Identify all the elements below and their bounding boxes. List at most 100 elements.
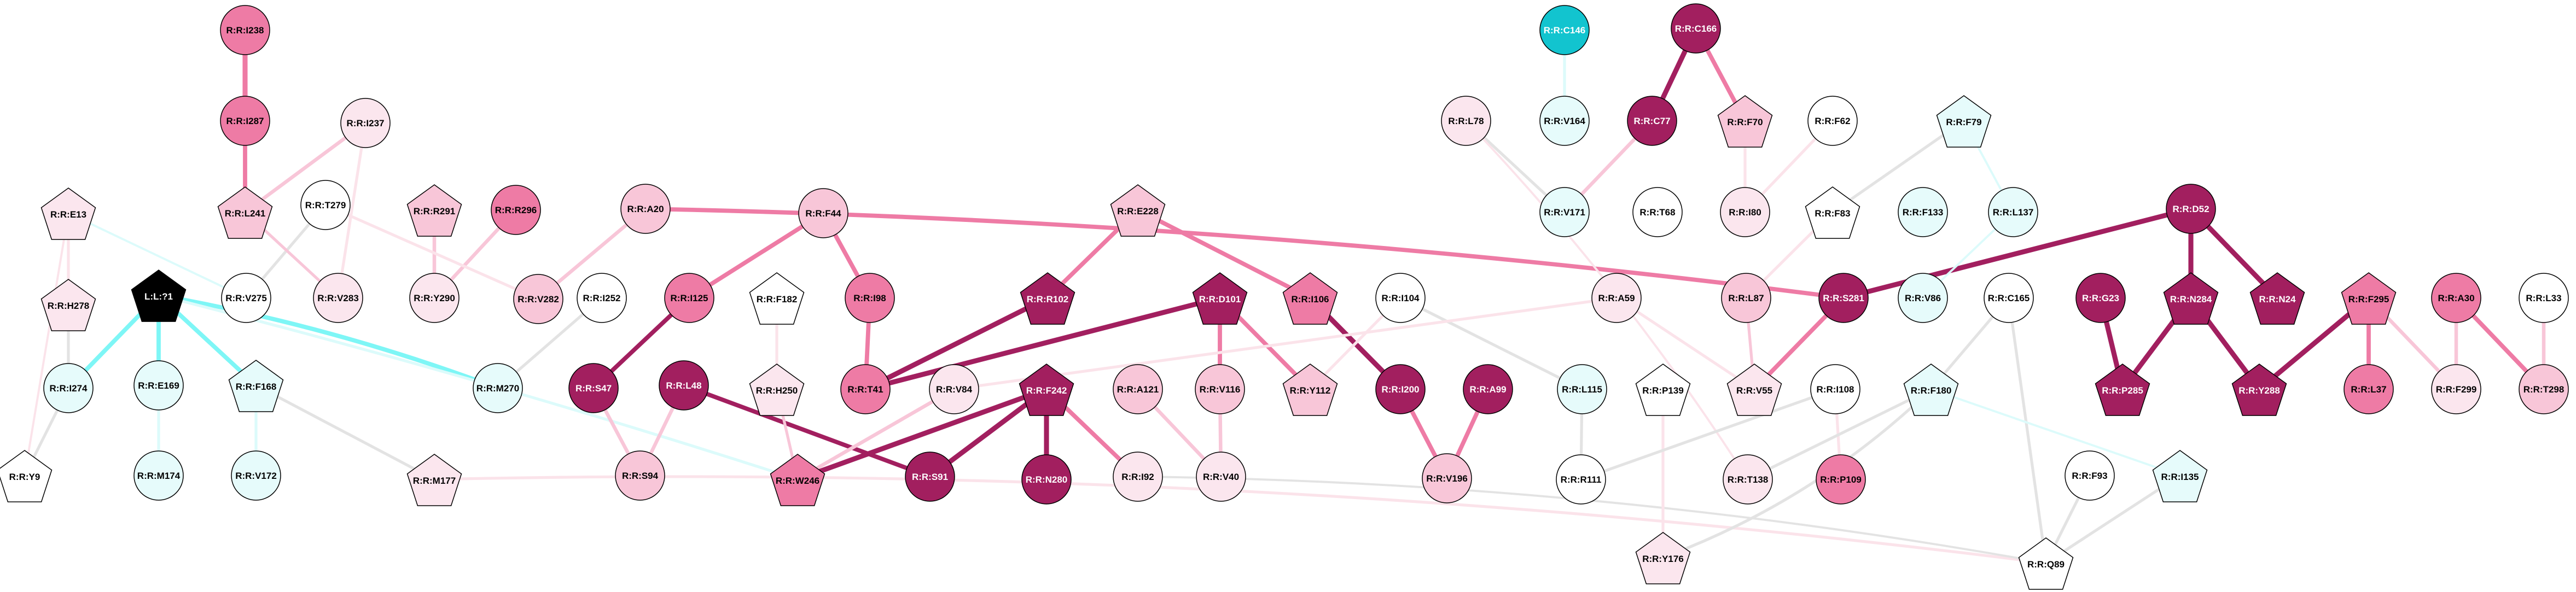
node-v40[interactable]: R:R:V40 (1196, 452, 1246, 502)
node-i274[interactable]: R:R:I274 (43, 363, 94, 413)
node-v282[interactable]: R:R:V282 (513, 274, 563, 324)
edge-d52-s281 (1841, 206, 2194, 301)
node-t68[interactable]: R:R:T68 (1632, 187, 1683, 237)
node-s94[interactable]: R:R:S94 (615, 450, 665, 501)
node-s281[interactable]: R:R:S281 (1818, 273, 1869, 323)
node-i80[interactable]: R:R:I80 (1720, 187, 1770, 237)
node-y288[interactable]: R:R:Y288 (2231, 364, 2287, 416)
node-v171[interactable]: R:R:V171 (1539, 187, 1590, 237)
node-i237[interactable]: R:R:I237 (340, 98, 391, 148)
node-f70[interactable]: R:R:F70 (1717, 95, 1773, 148)
node-c165[interactable]: R:R:C165 (1984, 273, 2034, 323)
node-r296[interactable]: R:R:R296 (491, 185, 541, 235)
node-l78[interactable]: R:R:L78 (1441, 96, 1491, 146)
node-p109[interactable]: R:R:P109 (1816, 454, 1866, 505)
node-l137[interactable]: R:R:L137 (1988, 187, 2038, 237)
node-f44[interactable]: R:R:F44 (798, 188, 848, 238)
node-g23[interactable]: R:R:G23 (2075, 273, 2126, 323)
node-t298[interactable]: R:R:T298 (2519, 364, 2569, 414)
node-r102[interactable]: R:R:R102 (1020, 272, 1075, 325)
node-v84[interactable]: R:R:V84 (929, 364, 979, 414)
node-y176[interactable]: R:R:Y176 (1635, 532, 1691, 584)
node-a59[interactable]: R:R:A59 (1591, 273, 1642, 323)
node-y290[interactable]: R:R:Y290 (409, 273, 460, 323)
node-c77[interactable]: R:R:C77 (1627, 96, 1677, 146)
node-i287[interactable]: R:R:I287 (220, 96, 270, 146)
node-v55[interactable]: R:R:V55 (1726, 364, 1782, 416)
node-m174[interactable]: R:R:M174 (133, 450, 184, 501)
node-v283[interactable]: R:R:V283 (313, 273, 363, 323)
edge-f180-i135 (1930, 388, 2181, 477)
node-c166[interactable]: R:R:C166 (1671, 3, 1721, 54)
node-p285[interactable]: R:R:P285 (2095, 364, 2150, 416)
node-l115[interactable]: R:R:L115 (1557, 364, 1607, 414)
node-a121[interactable]: R:R:A121 (1113, 364, 1163, 414)
node-i125[interactable]: R:R:I125 (664, 273, 714, 323)
node-i238[interactable]: R:R:I238 (220, 5, 270, 55)
node-a99[interactable]: R:R:A99 (1463, 364, 1513, 414)
node-a20[interactable]: R:R:A20 (620, 184, 671, 234)
node-v172[interactable]: R:R:V172 (231, 450, 281, 501)
node-f93[interactable]: R:R:F93 (2065, 450, 2115, 501)
node-f83[interactable]: R:R:F83 (1805, 186, 1860, 239)
node-i200[interactable]: R:R:I200 (1375, 364, 1426, 414)
node-i252[interactable]: R:R:I252 (577, 273, 627, 323)
node-t41[interactable]: R:R:T41 (840, 364, 891, 414)
node-i106[interactable]: R:R:I106 (1282, 272, 1338, 325)
node-m177[interactable]: R:R:M177 (406, 454, 462, 506)
node-v116[interactable]: R:R:V116 (1195, 364, 1245, 414)
node-d101[interactable]: R:R:D101 (1192, 272, 1248, 325)
node-l48[interactable]: R:R:L48 (659, 360, 709, 411)
node-p139[interactable]: R:R:P139 (1635, 364, 1691, 416)
node-i98[interactable]: R:R:I98 (845, 273, 895, 323)
node-m270[interactable]: R:R:M270 (473, 363, 523, 413)
node-h278[interactable]: R:R:H278 (40, 279, 96, 331)
node-f168[interactable]: R:R:F168 (228, 360, 284, 412)
node-l87[interactable]: R:R:L87 (1721, 273, 1771, 323)
node-q89[interactable]: R:R:Q89 (2018, 537, 2074, 590)
node-d52[interactable]: R:R:D52 (2166, 184, 2216, 234)
node-v86[interactable]: R:R:V86 (1898, 273, 1948, 323)
node-f295[interactable]: R:R:F295 (2341, 272, 2397, 325)
node-f79[interactable]: R:R:F79 (1936, 95, 1992, 148)
node-s91[interactable]: R:R:S91 (905, 452, 955, 502)
node-l71[interactable]: L:L:?1 (131, 269, 187, 322)
node-i135[interactable]: R:R:I135 (2152, 450, 2208, 502)
node-y112[interactable]: R:R:Y112 (1282, 364, 1338, 416)
node-l33[interactable]: R:R:L33 (2519, 273, 2569, 323)
node-w246[interactable]: R:R:W246 (770, 454, 825, 506)
node-label: R:R:S281 (1823, 293, 1864, 303)
node-n24[interactable]: R:R:N24 (2249, 272, 2305, 325)
node-h250[interactable]: R:R:H250 (749, 364, 805, 416)
node-y9[interactable]: R:R:Y9 (0, 450, 53, 502)
node-c146[interactable]: R:R:C146 (1539, 5, 1590, 55)
node-label: R:R:I287 (226, 116, 264, 126)
node-f182[interactable]: R:R:F182 (749, 272, 805, 325)
node-s47[interactable]: R:R:S47 (568, 363, 619, 413)
node-i108[interactable]: R:R:I108 (1810, 364, 1860, 414)
node-l37[interactable]: R:R:L37 (2344, 364, 2394, 414)
node-f62[interactable]: R:R:F62 (1807, 96, 1858, 146)
node-e228[interactable]: R:R:E228 (1110, 184, 1166, 237)
node-r111[interactable]: R:R:R111 (1556, 454, 1606, 505)
edge-f44-i125 (687, 211, 825, 300)
edge-e13-v275 (67, 212, 247, 299)
node-e169[interactable]: R:R:E169 (133, 360, 184, 411)
node-f242[interactable]: R:R:F242 (1019, 364, 1074, 416)
node-v196[interactable]: R:R:V196 (1422, 453, 1472, 503)
node-a30[interactable]: R:R:A30 (2431, 273, 2481, 323)
node-n284[interactable]: R:R:N284 (2163, 272, 2219, 325)
node-l241[interactable]: R:R:L241 (217, 186, 273, 239)
node-i92[interactable]: R:R:I92 (1113, 452, 1163, 502)
node-v275[interactable]: R:R:V275 (221, 273, 271, 323)
node-f180[interactable]: R:R:F180 (1903, 364, 1959, 416)
node-t279[interactable]: R:R:T279 (300, 180, 351, 230)
node-f299[interactable]: R:R:F299 (2431, 364, 2481, 414)
node-e13[interactable]: R:R:E13 (40, 187, 96, 240)
node-v164[interactable]: R:R:V164 (1539, 96, 1590, 146)
node-i104[interactable]: R:R:I104 (1375, 273, 1426, 323)
node-r291[interactable]: R:R:R291 (406, 184, 462, 237)
node-f133[interactable]: R:R:F133 (1898, 187, 1948, 237)
node-t138[interactable]: R:R:T138 (1723, 454, 1773, 505)
node-n280[interactable]: R:R:N280 (1021, 454, 1072, 505)
